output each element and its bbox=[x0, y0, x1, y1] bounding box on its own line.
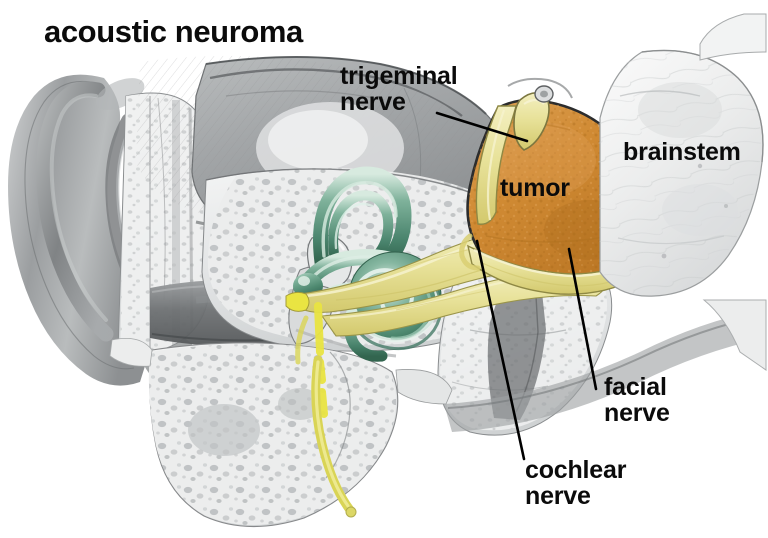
label-facial-nerve: facial nerve bbox=[604, 373, 670, 427]
leader-line-trigeminal bbox=[435, 111, 529, 143]
label-trigeminal-nerve: trigeminal nerve bbox=[340, 62, 458, 116]
leader-lines bbox=[435, 111, 598, 461]
leader-line-facial bbox=[567, 247, 598, 391]
leader-line-cochlear bbox=[475, 239, 526, 461]
label-tumor: tumor bbox=[500, 174, 570, 202]
trigeminal-nerve-bundle bbox=[507, 77, 573, 151]
label-brainstem: brainstem bbox=[623, 138, 741, 166]
brainstem bbox=[598, 13, 767, 371]
label-cochlear-nerve: cochlear nerve bbox=[525, 456, 627, 510]
descending-nerve bbox=[295, 302, 357, 518]
page-title: acoustic neuroma bbox=[44, 14, 303, 49]
